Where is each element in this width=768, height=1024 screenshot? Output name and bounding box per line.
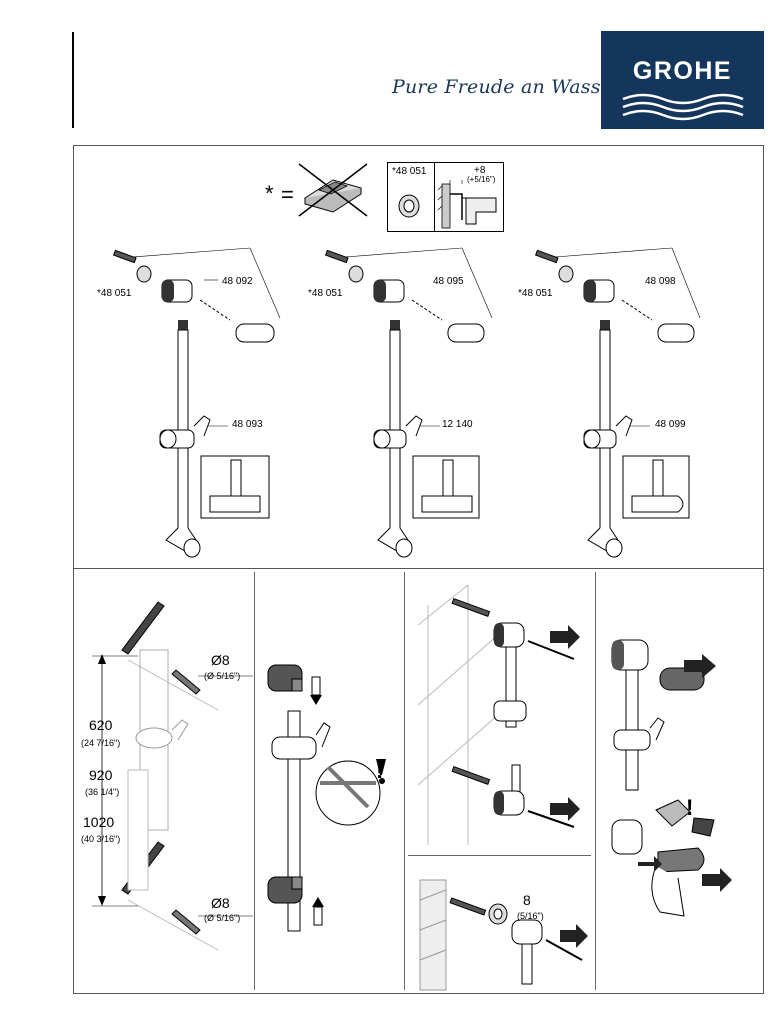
grohe-logo-text: GROHE xyxy=(632,57,733,85)
height-620: 620 xyxy=(89,717,113,733)
height-920: 920 xyxy=(89,767,113,783)
step3-wall-mounting-drawing xyxy=(417,584,580,845)
step4-warning-mark: ! xyxy=(686,795,694,820)
grohe-wave-icon xyxy=(622,93,744,121)
col3-bracket-label: 48 098 xyxy=(645,276,676,287)
legend-inset-wall-detail xyxy=(437,180,497,229)
step2-assembly-drawing xyxy=(267,664,386,932)
drill-diameter-bottom: Ø8 xyxy=(211,895,230,911)
height-920-inch: (36 1/4") xyxy=(85,787,120,797)
drill-diameter-top: Ø8 xyxy=(211,652,230,668)
col3-holder-label: 48 099 xyxy=(655,419,686,430)
legend-inset-part-label: *48 051 xyxy=(392,166,427,177)
legend-inset-box xyxy=(387,162,504,232)
col3-washer-label: *48 051 xyxy=(518,288,553,299)
col1-bracket-label: 48 092 xyxy=(222,276,253,287)
grohe-logo: GROHE xyxy=(601,31,764,129)
step-divider-2 xyxy=(404,572,405,990)
step-divider-horizontal xyxy=(408,855,591,856)
spacer-dimension: 8 xyxy=(523,892,531,908)
drill-diameter-bottom-inch: (Ø 5/16") xyxy=(204,913,241,923)
col3-shower-rail-drawing xyxy=(534,247,701,558)
step4-cover-fitting-drawing xyxy=(611,639,732,917)
col1-shower-rail-drawing xyxy=(112,247,281,558)
height-1020-inch: (40 3/16") xyxy=(81,834,121,844)
step1-drilling-drawing xyxy=(92,601,253,951)
legend-equals: = xyxy=(281,182,294,207)
installation-steps-panel xyxy=(73,568,764,994)
step-divider-3 xyxy=(595,572,596,990)
spacer-dimension-inch: (5/16") xyxy=(517,911,544,921)
col1-holder-label: 48 093 xyxy=(232,419,263,430)
step3b-spacer-drawing xyxy=(419,879,588,991)
legend-star: * xyxy=(265,181,274,206)
height-620-inch: (24 7/16") xyxy=(81,738,121,748)
legend-inset-dim-plus: +8 xyxy=(474,165,486,176)
washer-icon xyxy=(398,194,420,218)
drill-diameter-top-inch: (Ø 5/16") xyxy=(204,671,241,681)
col2-washer-label: *48 051 xyxy=(308,288,343,299)
step2-warning-mark: ! xyxy=(376,758,384,783)
col2-bracket-label: 48 095 xyxy=(433,276,464,287)
height-1020: 1020 xyxy=(83,814,115,830)
legend-crossed-tray-icon xyxy=(298,163,368,217)
brand-tagline: Pure Freude an Wasser xyxy=(392,76,622,98)
col2-holder-label: 12 140 xyxy=(442,419,473,430)
legend-inset-divider xyxy=(434,162,435,232)
col1-washer-label: *48 051 xyxy=(97,288,132,299)
step-divider-1 xyxy=(254,572,255,990)
col2-shower-rail-drawing xyxy=(324,247,493,558)
header-divider-line xyxy=(72,32,74,128)
legend-inset-dim-inch: (+5/16") xyxy=(467,175,496,184)
